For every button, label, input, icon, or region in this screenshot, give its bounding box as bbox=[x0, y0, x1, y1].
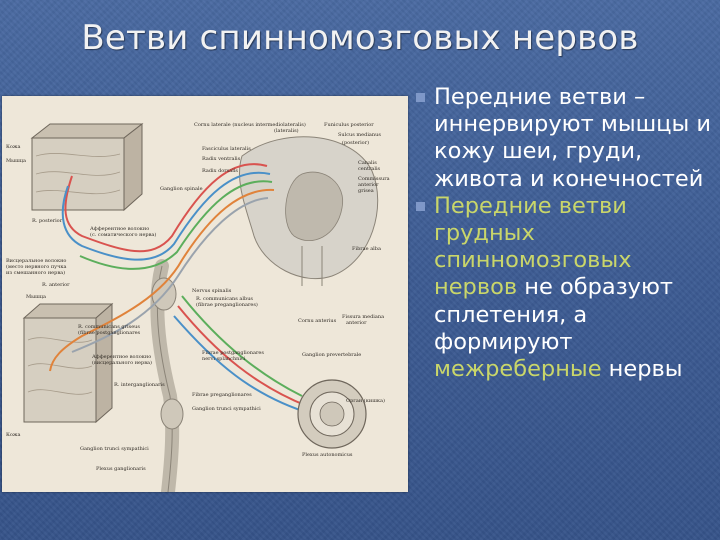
label-radix-ventralis: Radix ventralis bbox=[202, 156, 241, 162]
bullet-2-text-1: не образуют сплетения, а формируют bbox=[434, 274, 674, 355]
label-fissura-mediana: Fissura mediana bbox=[342, 314, 384, 320]
label-fibrae-alba: Fibrae alba bbox=[352, 246, 381, 252]
label-fissura-anterior: anterior bbox=[346, 320, 367, 326]
label-cornu-anterius: Cornu anterius bbox=[298, 318, 337, 324]
label-sulcus-medianus: Sulcus medianus bbox=[338, 132, 381, 138]
label-plexus-gang: Plexus ganglionaris bbox=[96, 466, 146, 472]
label-visceral-1: Висцеральное волокно bbox=[6, 258, 66, 264]
label-fibrae-post-label: Fibrae postganglionares bbox=[202, 350, 264, 356]
label-anterior: anterior bbox=[358, 182, 379, 188]
label-fibrae-pre-label: Fibrae preganglionares bbox=[192, 392, 252, 398]
label-ganglion-trunci: Ganglion trunci sympathici bbox=[80, 446, 149, 452]
label-afferent-top-2: (с. соматического нерва) bbox=[90, 231, 156, 238]
label-plexus-auton: Plexus autonomicus bbox=[302, 452, 353, 458]
label-kozha-top: Кожа bbox=[6, 144, 20, 150]
square-bullet-icon bbox=[416, 201, 425, 211]
label-fasciculus-lat: Fasciculus lateralis bbox=[202, 146, 251, 152]
bullet-2-highlight-1: Передние ветви грудных спинномозговых не… bbox=[434, 192, 632, 301]
label-visceral-2: (место нервного пучка bbox=[6, 263, 67, 270]
label-kozha-bottom: Кожа bbox=[6, 432, 20, 438]
label-r-posterior: R. posterior bbox=[32, 218, 63, 224]
bullet-2-highlight-2: межреберные bbox=[434, 356, 602, 383]
label-organ: Орган (кишка) bbox=[346, 397, 385, 404]
label-fibrae-post: (fibrae postganglionares bbox=[78, 329, 141, 336]
label-r-commun-albus: R. communicans albus bbox=[196, 296, 253, 302]
label-afferent-top: Афферентное волокно bbox=[90, 225, 149, 232]
bullet-2-text-2: нервы bbox=[601, 356, 683, 383]
label-myshca-bottom: Мышца bbox=[26, 294, 46, 300]
label-centralis: centralis bbox=[358, 166, 381, 172]
label-ganglion-spinale: Ganglion spinale bbox=[160, 186, 203, 192]
label-myshca-top: Мышца bbox=[6, 158, 26, 164]
label-afferent-bottom: Афферентное волокно bbox=[92, 353, 151, 360]
square-bullet-icon bbox=[416, 93, 425, 102]
spinal-nerve-illustration: Кожа Мышца R. posterior Афферентное воло… bbox=[2, 96, 408, 492]
label-afferent-bottom-2: (висцерального нерва) bbox=[92, 359, 152, 366]
label-posterior: (posterior) bbox=[342, 139, 369, 146]
label-grisea: grisea bbox=[358, 188, 374, 194]
label-ganglion-pre: Ganglion prevertebrale bbox=[302, 352, 361, 358]
label-fibrae-pregang: (fibrae preganglionares) bbox=[196, 301, 258, 308]
bullet-1-text: Передние ветви – иннервируют мышцы и кож… bbox=[434, 84, 712, 192]
label-nervus-spinalis: Nervus spinalis bbox=[192, 288, 232, 294]
slide-title: Ветви спинномозговых нервов bbox=[81, 18, 639, 58]
bullet-list: Передние ветви – иннервируют мышцы и кож… bbox=[412, 84, 712, 383]
label-radix-dorsalis: Radix dorsalis bbox=[202, 168, 238, 174]
label-nervi-splanch: nervi splanchnici bbox=[202, 356, 246, 362]
label-commissura: Commissura bbox=[358, 176, 390, 182]
label-r-anterior: R. anterior bbox=[42, 282, 70, 288]
label-visceral-3: из смешанного нерва) bbox=[6, 269, 65, 276]
label-funiculus-posterior: Funiculus posterior bbox=[324, 122, 374, 128]
label-ganglion-trunci-2: Ganglion trunci sympathici bbox=[192, 406, 261, 412]
label-cornu-laterale: Cornu laterale (nucleus intermediolatera… bbox=[194, 121, 306, 128]
bullet-item-1: Передние ветви – иннервируют мышцы и кож… bbox=[412, 84, 712, 193]
bullet-item-2: Передние ветви грудных спинномозговых не… bbox=[412, 193, 712, 383]
label-r-commun-grisea: R. communicans griseus bbox=[78, 324, 140, 330]
label-ganglion-intergang: R. interganglionaris bbox=[114, 382, 165, 388]
label-funiculus-lat: (lateralis) bbox=[274, 127, 299, 134]
label-canalis: Canalis bbox=[358, 160, 377, 166]
